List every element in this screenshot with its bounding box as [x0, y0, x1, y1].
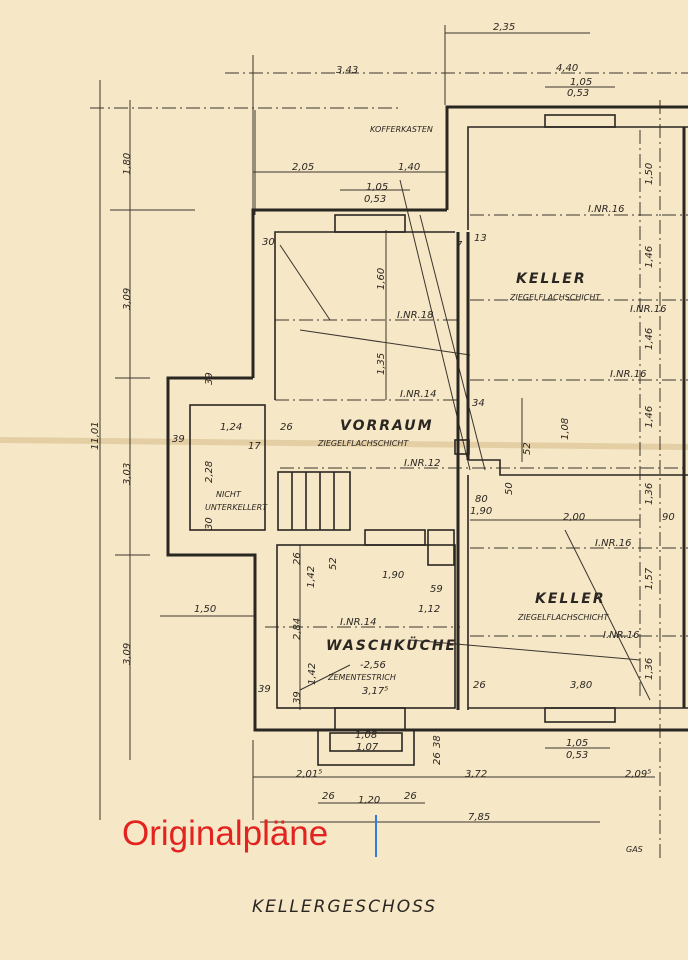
dim: 0,53 [364, 194, 386, 205]
dim: 17 [248, 441, 261, 452]
walls [166, 105, 688, 766]
dim: 90 [662, 512, 675, 523]
dim: 39 [292, 691, 303, 704]
dim: I.NR.16 [595, 538, 631, 549]
dim: 2,09⁵ [625, 769, 651, 780]
dim: 1,90 [470, 506, 492, 517]
dim: 1,36 [644, 658, 655, 680]
dim: 26 [404, 791, 417, 802]
dim: 26 [432, 752, 443, 765]
dim: 59 [430, 584, 443, 595]
dim: 50 [504, 482, 515, 495]
dim: I.NR.16 [588, 204, 624, 215]
dim: 1,80 [122, 153, 133, 175]
dim: 26 [322, 791, 335, 802]
room-floor-vorraum: ZIEGELFLACHSCHICHT [317, 439, 409, 448]
dim: 3,72 [465, 769, 487, 780]
dim: 1,05 [566, 738, 588, 749]
dim: I.NR.12 [404, 458, 440, 469]
room-name-waschkueche: WASCHKÜCHE [326, 636, 457, 654]
room-area-waschkueche: 3,17⁵ [362, 686, 388, 697]
dim: 52 [522, 442, 533, 455]
dim: 52 [328, 557, 339, 570]
dim: 1,50 [194, 604, 216, 615]
dim: 11,01 [90, 421, 101, 450]
dim: 0,53 [566, 750, 588, 761]
dim: 7 [456, 240, 463, 251]
dim: 30 [262, 237, 275, 248]
dim: I.NR.16 [630, 304, 666, 315]
room-name-keller-lower: KELLER [535, 591, 606, 607]
room-nicht-line2: UNTERKELLERT [205, 503, 268, 512]
dim: 1,36 [644, 483, 655, 505]
dim: I.NR.14 [340, 617, 376, 628]
dim: 26 [292, 552, 303, 565]
dim: 39 [172, 434, 185, 445]
dim: I.NR.16 [610, 369, 646, 380]
dim: 1,12 [418, 604, 440, 615]
dim: 34 [472, 398, 485, 409]
dim: 1,57 [644, 567, 655, 590]
dim: 1,42 [307, 663, 318, 685]
dim: 3,43 [336, 65, 358, 76]
dim: 2,28 [204, 461, 215, 483]
dim: 0,53 [567, 88, 589, 99]
dim: 1,20 [358, 795, 380, 806]
dim: 2,00 [563, 512, 585, 523]
dim: 26 [280, 422, 293, 433]
dim: 1,46 [644, 246, 655, 268]
dimension-labels: 2,35 3,43 4,40 1,05 0,53 2,05 1,40 1,05 … [90, 22, 675, 823]
dim: 1,35 [376, 353, 387, 375]
dim: 4,40 [556, 63, 578, 74]
dim: 39 [258, 684, 271, 695]
dim: 30 [204, 517, 215, 530]
room-nicht-line1: NICHT [216, 490, 242, 499]
dim: 1,90 [382, 570, 404, 581]
dim: 2,05 [292, 162, 314, 173]
dim: 3,80 [570, 680, 592, 691]
dim: 1,05 [570, 77, 592, 88]
dim: 7,85 [468, 812, 490, 823]
dim: 80 [475, 494, 488, 505]
room-floor-keller-lower: ZIEGELFLACHSCHICHT [517, 613, 609, 622]
dim: I.NR.16 [603, 630, 639, 641]
dim: 1,08 [560, 418, 571, 440]
paper-fold [0, 437, 688, 450]
dim: 3,03 [122, 463, 133, 485]
dim: 38 [432, 735, 443, 748]
dimension-lines [90, 25, 688, 860]
text-cursor [375, 815, 377, 857]
dim: 1,40 [398, 162, 420, 173]
dim: I.NR.18 [397, 310, 433, 321]
dim: 39 [204, 372, 215, 385]
room-floor-keller-upper: ZIEGELFLACHSCHICHT [509, 293, 601, 302]
drawing-title: KELLERGESCHOSS [252, 897, 437, 917]
room-height-waschkueche: -2,56 [360, 660, 386, 671]
dim: 1,60 [376, 268, 387, 290]
dim: 1,50 [644, 163, 655, 185]
dim: 1,24 [220, 422, 242, 433]
dim: 2,01⁵ [296, 769, 322, 780]
dim: 1,08 [355, 730, 377, 741]
dim: 3,09 [122, 643, 133, 665]
dim: I.NR.14 [400, 389, 436, 400]
room-name-keller-upper: KELLER [516, 271, 587, 287]
dim: 1,07 [356, 742, 379, 753]
overlay-caption: Originalpläne [122, 814, 329, 853]
dim: 2,35 [493, 22, 515, 33]
dim: 1,42 [306, 566, 317, 588]
note-kofferkasten: KOFFERKASTEN [370, 125, 433, 134]
dim: 3,09 [122, 288, 133, 310]
dim: 2,84 [292, 618, 303, 640]
dim: 1,46 [644, 406, 655, 428]
dim: 1,05 [366, 182, 388, 193]
dim: 26 [473, 680, 486, 691]
dim: 13 [474, 233, 487, 244]
room-floor-waschkueche: ZEMENTESTRICH [327, 673, 396, 682]
note-gas: GAS [626, 845, 643, 854]
room-name-vorraum: VORRAUM [340, 418, 434, 434]
dim: 1,46 [644, 328, 655, 350]
